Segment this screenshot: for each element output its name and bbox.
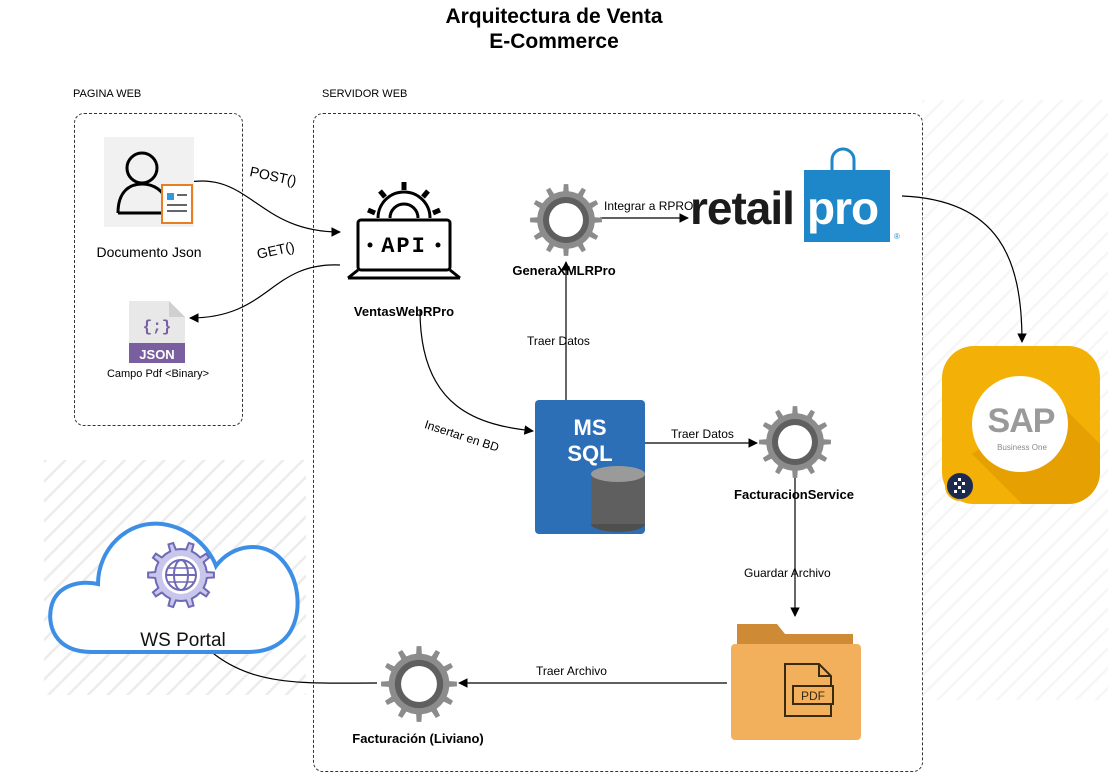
user-document-node (104, 137, 194, 227)
edge-sap (901, 195, 1027, 343)
user-document-icon (116, 151, 193, 224)
edge-label-integrar: Integrar a RPRO (604, 199, 694, 213)
retailpro-blue-block (804, 170, 890, 242)
pdf-label: PDF (801, 689, 825, 703)
retailpro-registered-mark: ® (894, 232, 900, 241)
api-text: API (381, 234, 427, 259)
gear-hole (777, 424, 813, 460)
edge-label-traer-datos-2: Traer Datos (671, 427, 734, 441)
sap-business-one-node: SAP Business One (942, 346, 1100, 504)
facturacion-liviano-label: Facturación (Liviano) (352, 731, 484, 746)
edge-post (167, 180, 341, 237)
sap-sub-label: Business One (997, 443, 1047, 452)
database-cylinder-icon (591, 466, 645, 532)
ventas-label: VentasWebRPro (353, 304, 455, 319)
diagram-title: Arquitectura de Venta E-Commerce (0, 4, 1108, 54)
json-glyph: {;} (143, 318, 172, 336)
json-badge-text: JSON (139, 347, 174, 362)
json-file-icon: {;} JSON (129, 301, 185, 363)
retailpro-word-pro: pro (807, 182, 879, 234)
edge-label-guardar: Guardar Archivo (744, 566, 831, 580)
mssql-node: MS SQL (535, 400, 645, 534)
gear-icon-facturacion-service (759, 406, 831, 478)
edge-label-traer-datos-1: Traer Datos (527, 334, 590, 348)
sap-badge-icon (945, 471, 975, 501)
ws-portal-label: WS Portal (140, 630, 226, 651)
documento-json-label: Documento Json (96, 244, 202, 260)
edge-label-traer-archivo: Traer Archivo (536, 664, 607, 678)
title-line-2: E-Commerce (489, 30, 619, 53)
api-icon: API (347, 182, 461, 280)
title-line-1: Arquitectura de Venta (445, 5, 663, 28)
retailpro-logo: retail pro ® (690, 146, 910, 246)
sap-label: SAP (987, 402, 1056, 440)
gear-icon-genera (530, 184, 602, 256)
retailpro-word-retail: retail (690, 182, 795, 234)
edge-get (189, 264, 341, 323)
globe-gear-icon (147, 541, 215, 609)
genera-label: GeneraXMLRPro (512, 263, 616, 278)
facturacion-service-label: FacturacionService (734, 487, 854, 502)
gear-hole (548, 202, 584, 238)
gear-icon-facturacion-liviano (381, 646, 457, 722)
campo-pdf-label: Campo Pdf <Binary> (106, 368, 210, 380)
sap-circle (972, 376, 1068, 472)
region-web-page (74, 113, 243, 426)
region-label-web-server: SERVIDOR WEB (322, 88, 408, 100)
folder-pdf-icon: PDF (731, 624, 861, 740)
mssql-label: MS SQL (567, 415, 613, 466)
edge-insertar (419, 309, 534, 435)
gear-hole (401, 666, 437, 702)
region-label-web-page: PAGINA WEB (73, 88, 142, 100)
shopping-bag-icon (830, 147, 856, 174)
